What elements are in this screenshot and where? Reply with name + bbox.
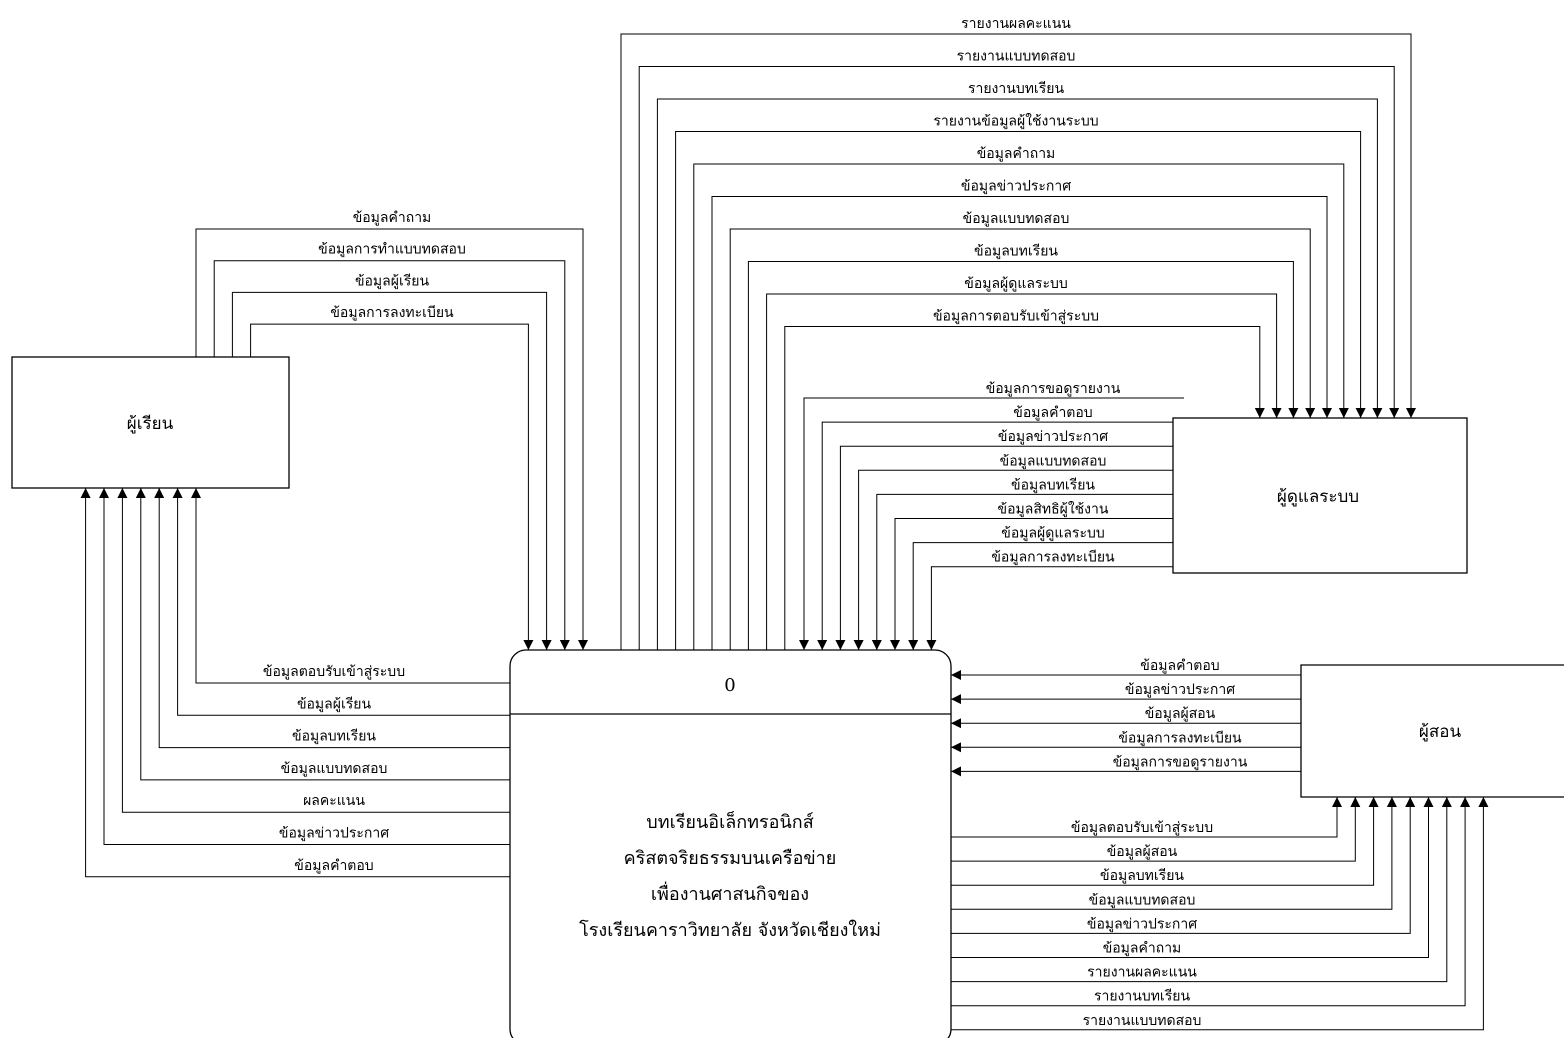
flow-label-student-to-process: ข้อมูลคำถาม [353,210,432,226]
flow-process-to-teacher [951,797,1397,910]
flow-process-to-admin [711,196,1332,650]
process-title-line: คริสตจริยธรรมบนเครือข่าย [624,848,837,869]
flow-label-admin-to-process: ข้อมูลสิทธิผู้ใช้งาน [998,501,1109,518]
flow-label-teacher-to-process: ข้อมูลข่าวประกาศ [1125,682,1235,698]
process-title: บทเรียนอิเล็กทรอนิกส์คริสตจริยธรรมบนเครื… [579,810,881,941]
flow-label-admin-to-process: ข้อมูลคำตอบ [1013,405,1092,421]
flow-label-teacher-to-process: ข้อมูลคำตอบ [1140,658,1219,674]
flow-admin-to-process [890,518,1173,650]
flow-label-process-to-teacher: ข้อมูลแบบทดสอบ [1089,892,1196,908]
flow-label-process-to-student: ข้อมูลผู้เรียน [297,696,371,712]
flow-label-process-to-student: ข้อมูลตอบรับเข้าสู่ระบบ [263,664,405,680]
flow-process-to-student [80,488,510,878]
flow-label-admin-to-process: ข้อมูลการลงทะเบียน [991,550,1115,566]
flow-process-to-student [135,488,510,781]
process-id: 0 [724,675,735,696]
flow-label-process-to-admin: รายงานข้อมูลผู้ใช้งานระบบ [933,113,1098,130]
flow-process-to-teacher [951,797,1379,886]
flow-process-to-student [191,488,510,684]
flow-label-process-to-student: ข้อมูลคำตอบ [294,858,373,874]
flow-student-to-process [231,291,552,650]
flow-label-process-to-admin: ข้อมูลผู้ดูแลระบบ [964,276,1068,292]
process-title-line: โรงเรียนคาราวิทยาลัย จังหวัดเชียงใหม่ [579,919,881,941]
flow-label-admin-to-process: ข้อมูลการขอดูรายงาน [986,381,1121,397]
flow-admin-to-process [817,421,1173,650]
process-title-line: เพื่องานศาสนกิจของ [651,881,809,905]
student-entity: ผู้เรียน [11,356,290,489]
flow-process-to-student [172,488,510,716]
flow-label-admin-to-process: ข้อมูลข่าวประกาศ [998,429,1108,445]
flow-process-to-teacher [951,797,1342,838]
flow-process-to-teacher [951,797,1452,983]
admin-entity-box [1172,417,1468,574]
flow-label-process-to-student: ข้อมูลข่าวประกาศ [279,826,389,842]
flow-process-to-admin [784,326,1265,650]
flow-process-to-admin [693,163,1349,650]
student-entity-box [11,356,290,489]
flow-label-admin-to-process: ข้อมูลบทเรียน [1011,477,1095,493]
flow-label-process-to-teacher: รายงานบทเรียน [1094,989,1190,1005]
flow-label-process-to-teacher: ข้อมูลข่าวประกาศ [1087,916,1197,932]
flow-admin-to-process [799,397,1184,650]
flow-process-to-admin [675,131,1366,650]
flow-label-process-to-teacher: รายงานแบบทดสอบ [1083,1013,1202,1029]
flow-process-to-admin [638,66,1400,650]
flow-label-process-to-teacher: ข้อมูลผู้สอน [1107,844,1178,860]
flow-label-teacher-to-process: ข้อมูลผู้สอน [1145,706,1216,722]
flow-process-to-admin [620,33,1416,650]
flow-process-to-admin [656,98,1383,650]
flow-process-to-student [154,488,510,749]
flow-student-to-process [195,228,588,650]
flow-admin-to-process [835,445,1173,650]
flow-label-process-to-teacher: ข้อมูลตอบรับเข้าสู่ระบบ [1071,820,1213,836]
flow-label-student-to-process: ข้อมูลผู้เรียน [355,273,429,289]
process-title-line: บทเรียนอิเล็กทรอนิกส์ [646,810,813,833]
flow-process-to-student [117,488,510,813]
admin-entity-label: ผู้ดูแลระบบ [1277,487,1359,507]
admin-entity: ผู้ดูแลระบบ [1172,417,1468,574]
flow-label-teacher-to-process: ข้อมูลการลงทะเบียน [1118,730,1242,746]
flow-process-to-teacher [951,797,1416,934]
flow-label-process-to-student: ข้อมูลบทเรียน [292,729,376,745]
flow-student-to-process [250,323,534,650]
flow-label-student-to-process: ข้อมูลการลงทะเบียน [330,305,454,321]
flow-label-process-to-teacher: ข้อมูลคำถาม [1103,941,1182,957]
flow-student-to-process [213,260,570,650]
flow-process-to-admin [729,228,1316,650]
flow-admin-to-process [908,542,1173,650]
flow-label-process-to-admin: ข้อมูลแบบทดสอบ [963,211,1070,227]
flow-admin-to-process [853,469,1173,650]
flow-label-process-to-student: ข้อมูลแบบทดสอบ [281,761,388,777]
flow-label-student-to-process: ข้อมูลการทำแบบทดสอบ [318,242,466,258]
flow-admin-to-process [871,493,1173,650]
flow-admin-to-process [926,566,1173,650]
flow-label-process-to-teacher: รายงานผลคะแนน [1087,965,1197,981]
flow-label-process-to-admin: ข้อมูลข่าวประกาศ [961,179,1071,195]
flow-process-to-student [99,488,510,845]
flow-label-admin-to-process: ข้อมูลผู้ดูแลระบบ [1001,526,1105,542]
student-entity-label: ผู้เรียน [127,414,174,434]
flow-process-to-teacher [951,797,1434,958]
flow-label-process-to-admin: ข้อมูลการตอบรับเข้าสู่ระบบ [933,309,1099,325]
teacher-entity: ผู้สอน [1300,664,1564,798]
flow-label-process-to-admin: รายงานผลคะแนน [961,16,1071,32]
flow-label-process-to-admin: รายงานแบบทดสอบ [957,49,1076,65]
data-flows: รายงานผลคะแนนรายงานแบบทดสอบรายงานบทเรียน… [80,16,1489,1031]
flow-label-teacher-to-process: ข้อมูลการขอดูรายงาน [1113,754,1248,770]
teacher-entity-label: ผู้สอน [1419,722,1462,742]
flow-label-process-to-admin: ข้อมูลคำถาม [977,146,1056,162]
flow-label-admin-to-process: ข้อมูลแบบทดสอบ [1000,453,1107,469]
flow-process-to-teacher [951,797,1471,1007]
process-box [509,649,952,1038]
flow-label-process-to-teacher: ข้อมูลบทเรียน [1100,868,1184,884]
flow-label-process-to-student: ผลคะแนน [303,793,365,809]
flow-process-to-admin [766,293,1282,650]
flow-process-to-admin [747,261,1299,650]
flow-label-process-to-admin: ข้อมูลบทเรียน [974,244,1058,260]
flow-process-to-teacher [951,797,1361,862]
flow-label-process-to-admin: รายงานบทเรียน [968,81,1064,97]
process-node: 0 บทเรียนอิเล็กทรอนิกส์คริสตจริยธรรมบนเค… [509,649,952,1038]
flow-process-to-teacher [951,797,1489,1031]
